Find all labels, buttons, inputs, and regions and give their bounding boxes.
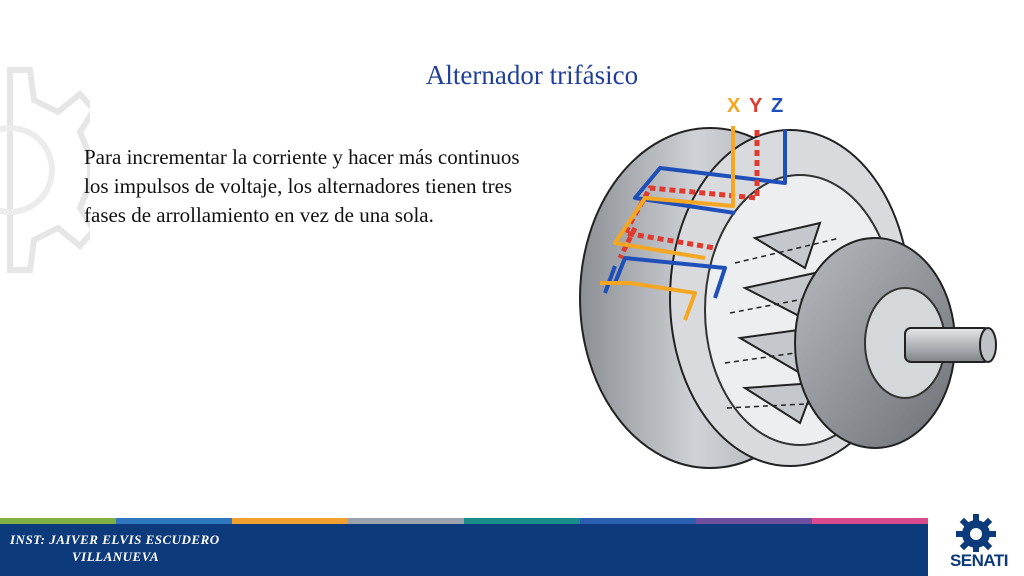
stripe-segment bbox=[348, 518, 464, 524]
stripe-segment bbox=[232, 518, 348, 524]
rotor-claw-poles bbox=[736, 221, 822, 425]
shaft-end bbox=[979, 327, 997, 363]
stripe-segment bbox=[696, 518, 812, 524]
gear-watermark-icon bbox=[0, 67, 90, 273]
senati-logo-text: SENATI bbox=[949, 551, 1009, 570]
stripe-segment bbox=[116, 518, 232, 524]
winding-phase-y bbox=[617, 130, 760, 260]
phase-label-x: X bbox=[727, 95, 741, 117]
stripe-segment bbox=[812, 518, 928, 524]
body-line: fases de arrollamiento en vez de una sol… bbox=[84, 203, 434, 227]
slide-title: Alternador trifásico bbox=[425, 60, 639, 90]
stripe-segment bbox=[580, 518, 696, 524]
body-line: los impulsos de voltaje, los alternadore… bbox=[84, 174, 513, 198]
winding-phase-z bbox=[603, 130, 787, 299]
slide-body-text: Para incrementar la corriente y hacer má… bbox=[84, 143, 624, 230]
instructor-line-1: INST: JAIVER ELVIS ESCUDERO bbox=[10, 532, 220, 547]
rotor-shaft bbox=[904, 327, 991, 363]
footer-bar bbox=[0, 524, 928, 576]
stripe-segment bbox=[0, 518, 116, 524]
senati-gear-icon bbox=[956, 514, 996, 554]
phase-label-y: Y bbox=[749, 95, 763, 117]
body-line: Para incrementar la corriente y hacer má… bbox=[84, 145, 520, 169]
instructor-name: INST: JAIVER ELVIS ESCUDERO VILLANUEVA bbox=[10, 531, 270, 565]
senati-logo bbox=[928, 510, 1024, 576]
phase-label-z: Z bbox=[771, 95, 783, 117]
winding-phase-x bbox=[600, 126, 735, 321]
instructor-line-2: VILLANUEVA bbox=[72, 549, 160, 564]
alternator-illustration: X Y Z bbox=[579, 95, 997, 469]
stripe-segment bbox=[464, 518, 580, 524]
footer-color-stripe bbox=[0, 518, 928, 524]
